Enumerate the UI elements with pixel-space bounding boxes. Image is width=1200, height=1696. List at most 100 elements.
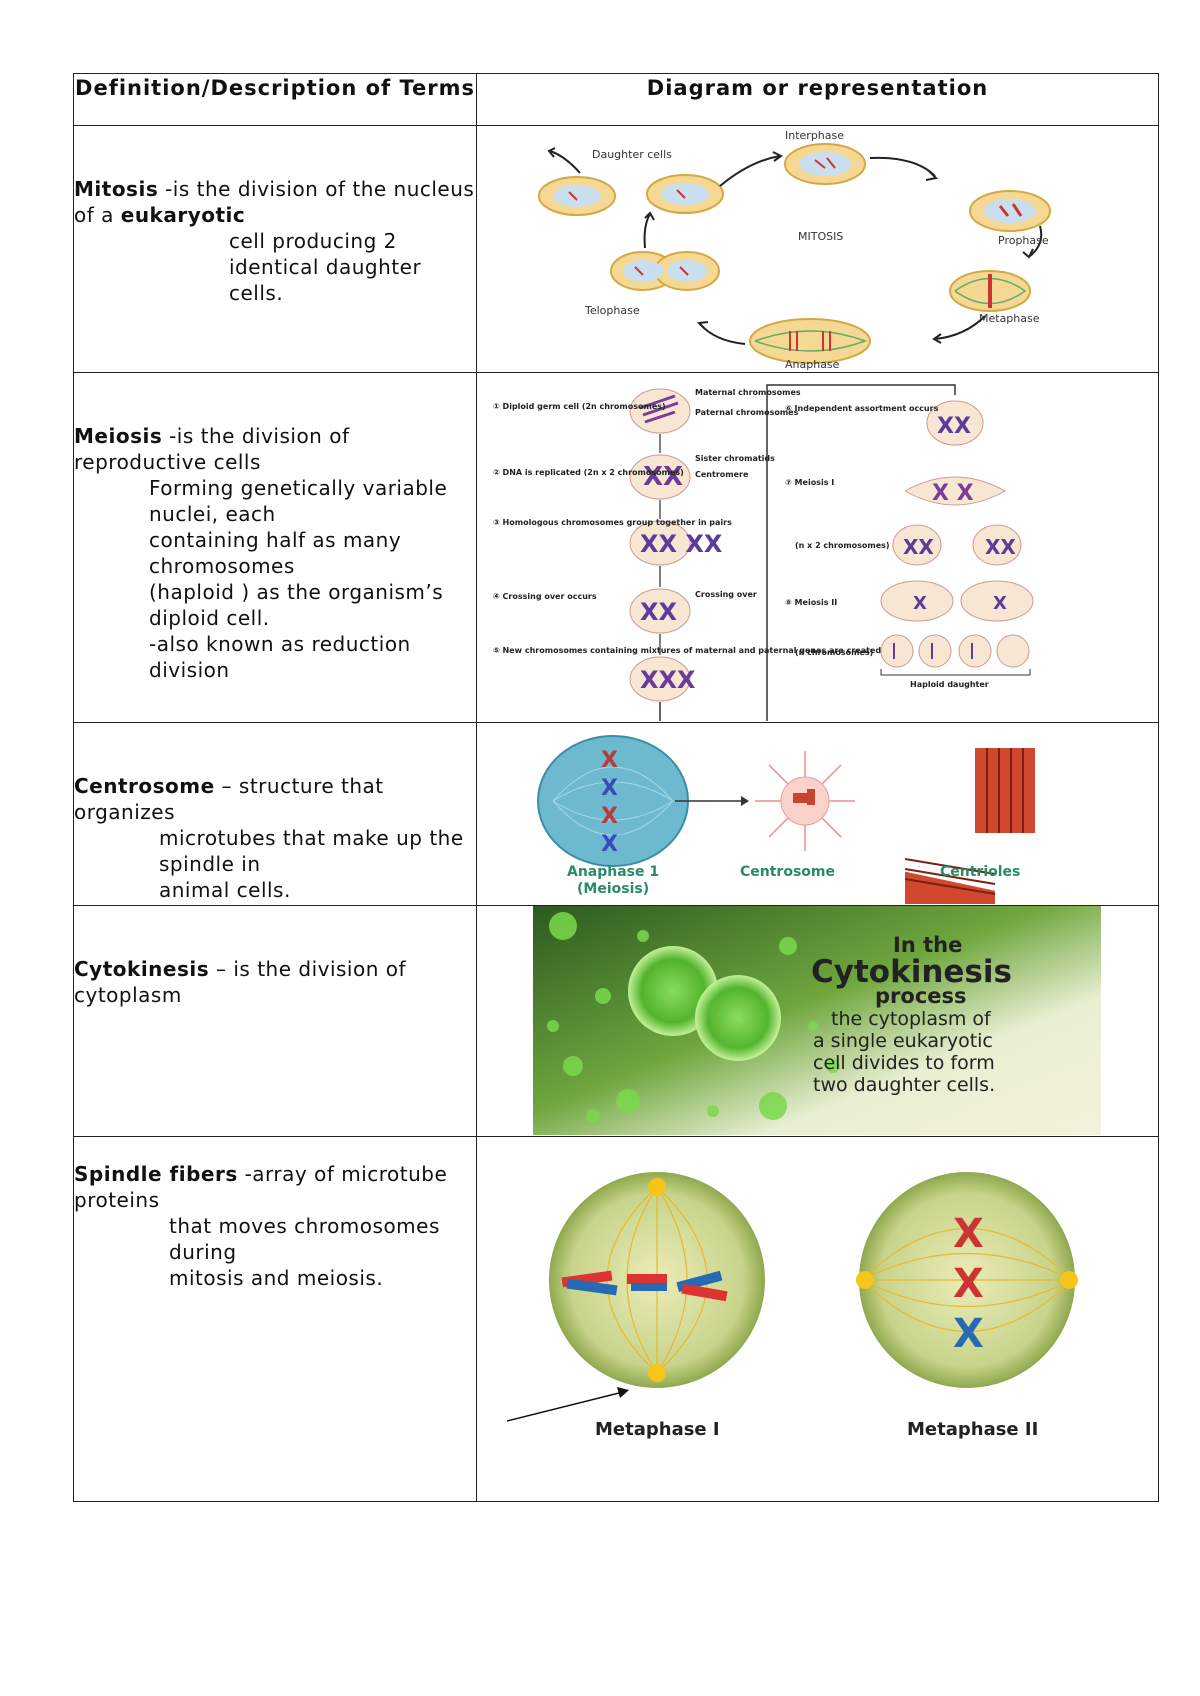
label-telophase: Telophase: [584, 304, 640, 317]
step-n-count: (n chromosomes): [795, 648, 873, 657]
terms-table: Definition/Description of Terms Diagram …: [73, 73, 1159, 1502]
background-particles: [547, 912, 840, 1123]
label-metaphase-1: Metaphase I: [595, 1419, 720, 1440]
mitosis-cycle-diagram: Interphase Daughter cells Prophase MITOS…: [535, 126, 1105, 370]
label-anaphase: Anaphase: [785, 358, 840, 370]
definition-text: that moves chromosomes during: [169, 1214, 440, 1264]
svg-text:X: X: [601, 776, 618, 801]
step-7: ⑦ Meiosis I: [785, 478, 834, 487]
definition-spindle-fibers: Spindle fibers -array of microtube prote…: [73, 1136, 477, 1502]
cyto-line-6: cell divides to form: [813, 1052, 995, 1074]
meiosis-right-cells: XX X X XX XX X X: [880, 400, 1034, 676]
svg-text:X: X: [953, 1311, 984, 1357]
label-haploid-daughter: Haploid daughter: [910, 680, 989, 689]
cyto-line-1: In the: [893, 933, 962, 957]
term-meiosis: Meiosis: [74, 424, 163, 448]
svg-text:X: X: [913, 593, 927, 614]
step-6: ⑥ Independent assortment occurs: [785, 404, 939, 413]
prophase-cell: [969, 190, 1051, 232]
anaphase-cell: [749, 318, 871, 364]
dividing-cell-right: [695, 975, 781, 1061]
definition-text: – is the division of cytoplasm: [74, 957, 407, 1007]
cytokinesis-image: In the Cytokinesis process the cytoplasm…: [533, 906, 1101, 1135]
diagram-spindle-cell: X X X Metaphase I Metaphase II: [476, 1136, 1159, 1502]
definition-text: -array of microtube proteins: [74, 1162, 448, 1212]
label-centrosome: Centrosome: [740, 864, 835, 880]
label-maternal: Maternal chromosomes: [695, 388, 801, 397]
svg-text:XX: XX: [643, 462, 683, 492]
svg-text:XX XX: XX XX: [640, 530, 723, 558]
definition-text: containing half as many chromosomes: [149, 528, 402, 578]
term-eukaryotic: eukaryotic: [120, 203, 246, 227]
definition-text: mitosis and meiosis.: [169, 1266, 384, 1290]
centrosome-illustration: [755, 751, 855, 851]
diagram-cytokinesis-cell: In the Cytokinesis process the cytoplasm…: [476, 905, 1159, 1137]
step-1: ① Diploid germ cell (2n chromosomes): [493, 402, 666, 411]
svg-text:X: X: [601, 832, 618, 857]
svg-text:X: X: [953, 1261, 984, 1307]
cyto-line-3: process: [875, 984, 967, 1008]
diagram-mitosis-cell: Interphase Daughter cells Prophase MITOS…: [476, 125, 1159, 373]
interphase-cell: [784, 143, 866, 185]
svg-text:X: X: [953, 1211, 984, 1257]
daughter-cells: [538, 174, 724, 216]
header-definition: Definition/Description of Terms: [73, 73, 477, 126]
cyto-line-2: Cytokinesis: [811, 954, 1012, 990]
definition-mitosis: Mitosis -is the division of the nucleus …: [73, 125, 477, 373]
diagram-meiosis-cell: XX XX XX XX XXX ① Diploid germ cell (2n …: [476, 372, 1159, 723]
step-8-count: (n x 2 chromosomes): [795, 541, 890, 550]
metaphase-2-cell: X X X: [856, 1172, 1078, 1388]
step-5: ⑤ New chromosomes containing mixtures of…: [493, 646, 881, 655]
definition-centrosome: Centrosome – structure that organizes mi…: [73, 722, 477, 906]
term-mitosis: Mitosis: [74, 177, 159, 201]
definition-text: animal cells.: [159, 878, 291, 902]
svg-text:XX: XX: [903, 535, 934, 559]
term-centrosome: Centrosome: [74, 774, 215, 798]
definition-text: -is the division of reproductive cells: [74, 424, 350, 474]
term-spindle-fibers: Spindle fibers: [74, 1162, 238, 1186]
definition-text: Forming genetically variable nuclei, eac…: [149, 476, 448, 526]
svg-text:XXX: XXX: [640, 666, 696, 694]
step-3: ③ Homologous chromosomes group together …: [493, 518, 732, 527]
definition-cytokinesis: Cytokinesis – is the division of cytopla…: [73, 905, 477, 1137]
label-centrioles: Centrioles: [940, 864, 1020, 880]
svg-text:XX: XX: [985, 535, 1016, 559]
centrioles-illustration: [904, 748, 1035, 904]
meiosis-stages-diagram: XX XX XX XX XXX ① Diploid germ cell (2n …: [485, 373, 1087, 721]
label-sister-chromatids: Sister chromatids: [695, 454, 775, 463]
arrow-to-spindle: [507, 1390, 628, 1422]
svg-text:XX: XX: [937, 414, 971, 439]
centrosome-diagram: X X X X: [535, 723, 1095, 904]
connector-line: [659, 384, 956, 721]
metaphase-1-cell: [549, 1172, 765, 1388]
term-cytokinesis: Cytokinesis: [74, 957, 210, 981]
label-paternal: Paternal chromosomes: [695, 408, 799, 417]
cyto-line-5: a single eukaryotic: [813, 1030, 993, 1052]
definition-text: – structure that organizes: [74, 774, 384, 824]
telophase-cell: [610, 251, 720, 291]
meiosis-left-cells: XX XX XX XX XXX: [629, 388, 723, 702]
definition-meiosis: Meiosis -is the division of reproductive…: [73, 372, 477, 723]
label-anaphase-1: Anaphase 1: [567, 864, 659, 880]
step-4: ④ Crossing over occurs: [493, 592, 597, 601]
header-diagram: Diagram or representation: [476, 73, 1159, 126]
svg-text:X: X: [601, 804, 618, 829]
step-2: ② DNA is replicated (2n x 2 chromosomes): [493, 468, 684, 477]
definition-text: microtubes that make up the spindle in: [159, 826, 464, 876]
definition-text: -is the division of the nucleus of a: [74, 177, 475, 227]
svg-text:X: X: [993, 593, 1007, 614]
diagram-centrosome-cell: X X X X: [476, 722, 1159, 906]
label-centromere: Centromere: [695, 470, 749, 479]
label-daughter-cells: Daughter cells: [592, 148, 672, 161]
label-metaphase-2: Metaphase II: [907, 1419, 1038, 1440]
svg-text:X: X: [601, 748, 618, 773]
label-interphase: Interphase: [785, 129, 844, 142]
svg-text:X X: X X: [932, 481, 974, 506]
svg-text:XX: XX: [640, 598, 678, 626]
definition-text: cell producing 2 identical daughter cell…: [229, 229, 422, 305]
spindle-fibers-diagram: X X X Metaphase I Metaphase II: [507, 1137, 1097, 1455]
label-crossing-over: Crossing over: [695, 590, 757, 599]
label-meiosis-paren: (Meiosis): [577, 881, 649, 897]
definition-text: (haploid ) as the organism’s diploid cel…: [149, 580, 444, 630]
label-prophase: Prophase: [998, 234, 1049, 247]
